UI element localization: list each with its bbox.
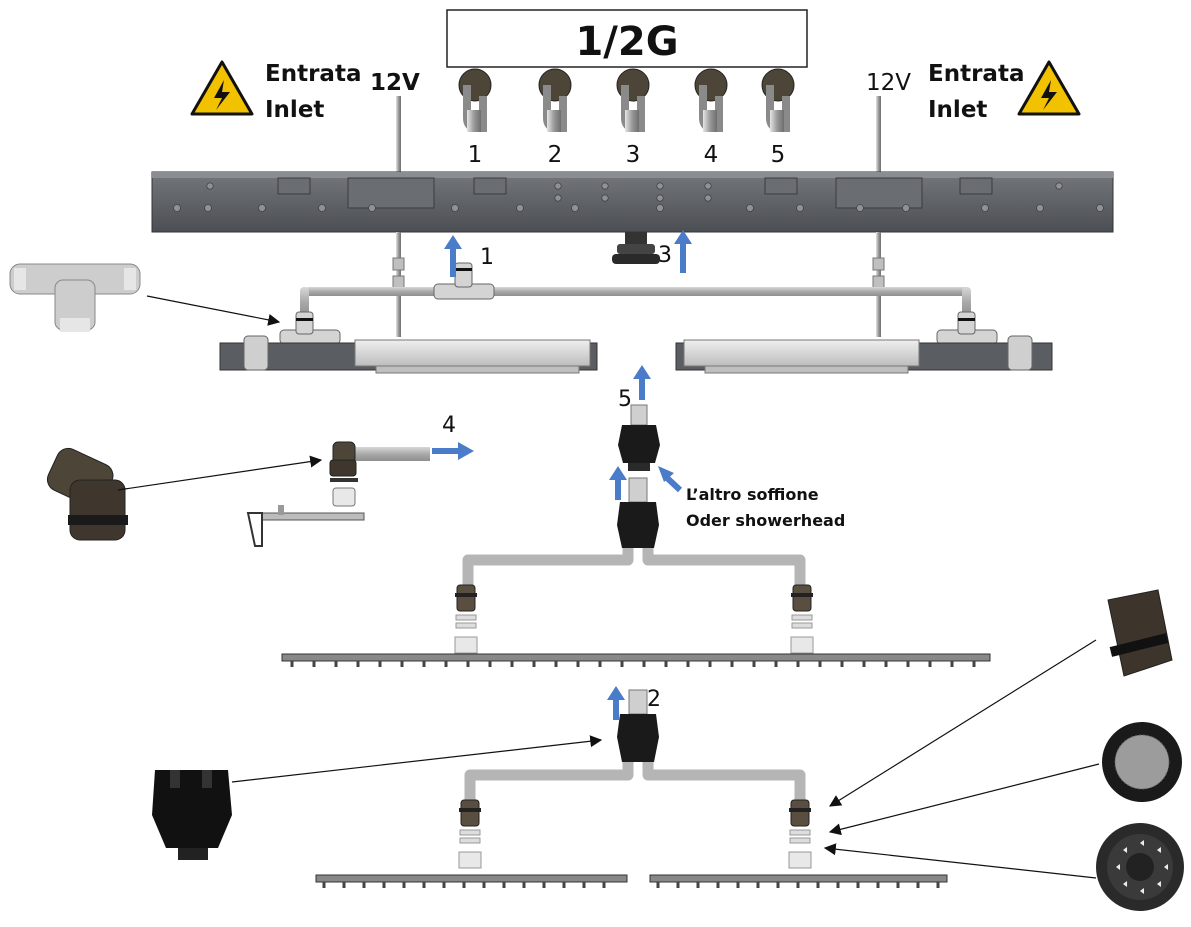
tee-fitting-right [936,311,998,345]
outlet-valve-5: 5 [761,68,795,168]
voltage-right-label: 12V [866,70,911,96]
housing-left [219,335,598,374]
control-panel [151,171,1114,233]
inlet-left-line2: Inlet [265,97,324,123]
showerhead-note-line1: L’altro soffione [686,485,819,504]
outlet-valves: 1 2 3 4 5 [458,68,795,168]
flow-label-5: 5 [618,387,632,412]
tee-fitting-thumbnail [9,263,141,332]
flow-arrows [432,230,692,720]
elbow-assembly [246,441,430,547]
title-box: 1/2G [446,9,808,68]
outlet-label-5: 5 [771,142,786,168]
y-fitting-thumbnail [152,770,232,860]
tee-fitting-center [433,262,495,300]
outlet-label-4: 4 [704,142,719,168]
warning-icon-right [1017,60,1081,116]
showerhead-note-line2: Oder showerhead [686,511,845,530]
flow-restrictor-thumbnail [1096,823,1184,911]
mesh-filter-thumbnail [1102,722,1182,802]
outlet-valve-1: 1 [458,68,492,168]
inlet-left-line1: Entrata [265,61,361,87]
flow-label-4: 4 [442,413,456,438]
outlet-valve-2: 2 [538,68,572,168]
connector-thumbnail [1107,589,1173,677]
y-fitting-top [618,404,660,471]
showerhead-lower [315,762,948,888]
outlet-label-1: 1 [468,142,483,168]
y-fitting-lower [617,689,659,762]
flow-label-2: 2 [647,687,661,712]
elbow-fitting-thumbnail [46,447,128,541]
outlet-fitting-3 [612,232,660,264]
y-fitting-middle [617,477,659,548]
inlet-right-line2: Inlet [928,97,987,123]
voltage-left-label: 12V [370,70,420,96]
flow-label-1: 1 [480,245,494,270]
outlet-valve-4: 4 [694,68,728,168]
flow-label-3: 3 [658,243,672,268]
power-rod-right [876,96,881,174]
outlet-label-3: 3 [626,142,641,168]
power-rod-left [396,96,401,174]
inlet-right-line1: Entrata [928,61,1024,87]
title-label: 1/2G [575,19,678,65]
showerhead-upper [281,548,991,667]
warning-icon-left [190,60,254,116]
outlet-label-2: 2 [548,142,563,168]
tee-fitting-left [279,311,341,345]
housing-right [675,335,1053,374]
outlet-valve-3: 3 [616,68,650,168]
